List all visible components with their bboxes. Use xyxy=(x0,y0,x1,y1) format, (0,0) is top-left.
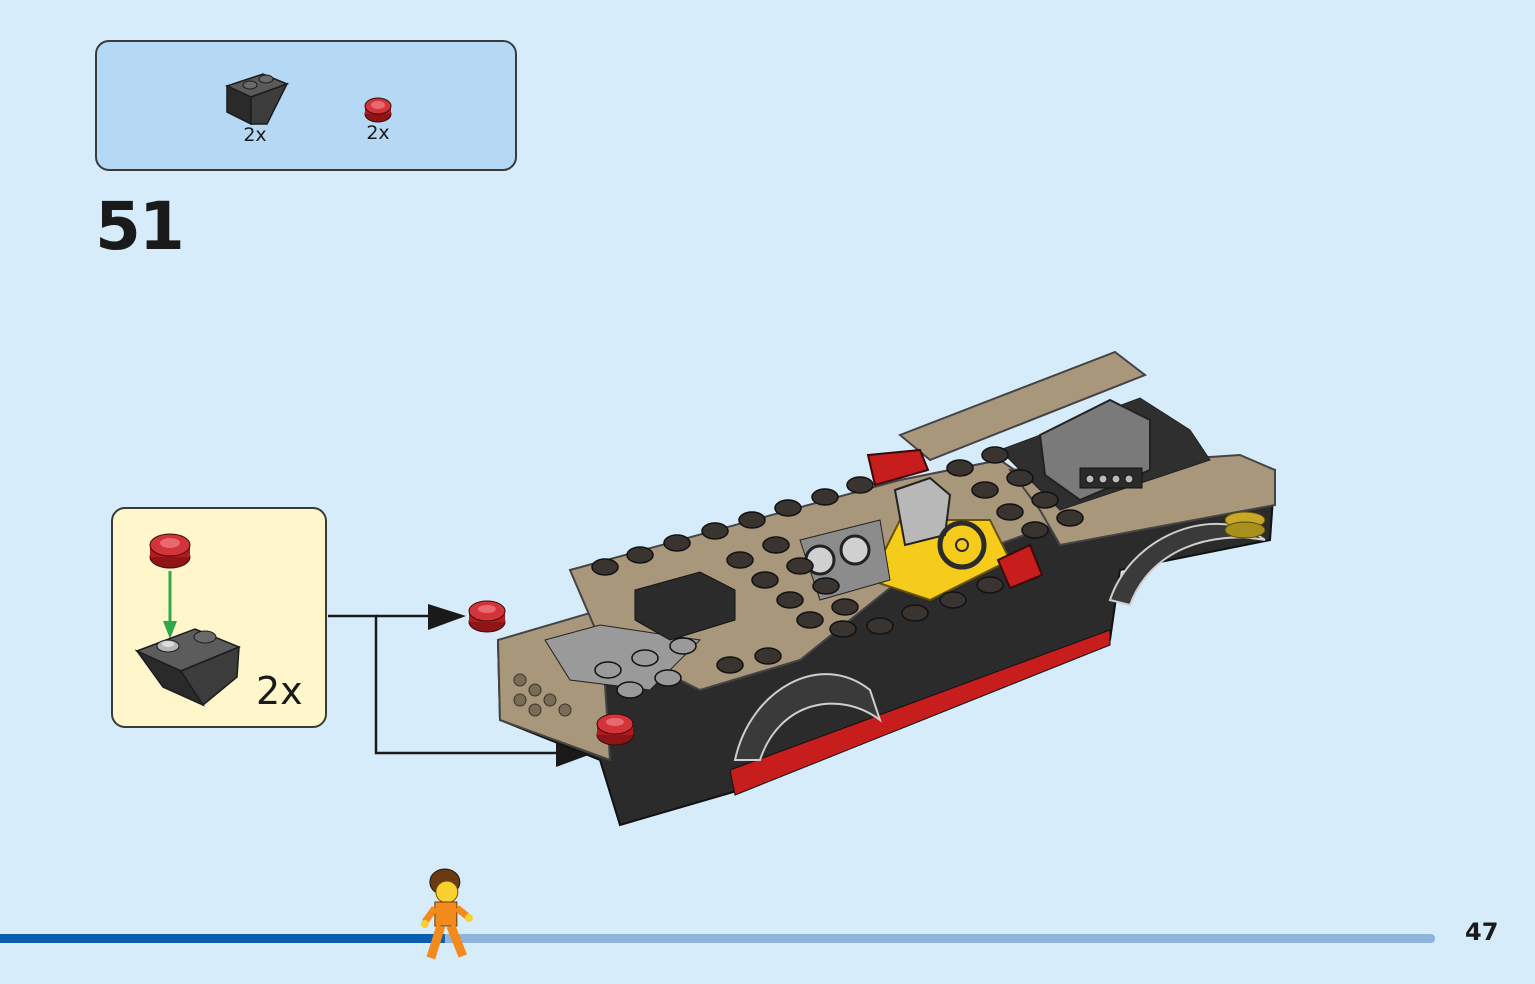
progress-bar xyxy=(0,934,1435,943)
parts-list-item: 2x xyxy=(215,64,295,146)
parts-list-box: 2x 2x xyxy=(95,40,517,171)
callout-connector-arrows xyxy=(328,604,594,767)
part-quantity: 2x xyxy=(243,124,267,146)
subassembly-callout: 2x xyxy=(111,507,327,728)
subassembly-illustration xyxy=(134,533,241,707)
placed-red-plate-lower xyxy=(596,713,634,746)
round-plate-icon xyxy=(364,97,392,123)
part-quantity: 2x xyxy=(366,122,390,144)
placed-red-plate-upper xyxy=(468,600,506,633)
parts-list-item: 2x xyxy=(353,94,403,144)
step-number: 51 xyxy=(95,188,185,265)
page-number: 47 xyxy=(1465,918,1499,946)
callout-quantity: 2x xyxy=(256,669,303,713)
minifigure-progress-marker xyxy=(420,868,473,960)
progress-done xyxy=(0,934,445,943)
car-model xyxy=(468,350,1277,827)
inverted-slope-brick-icon xyxy=(224,73,290,126)
